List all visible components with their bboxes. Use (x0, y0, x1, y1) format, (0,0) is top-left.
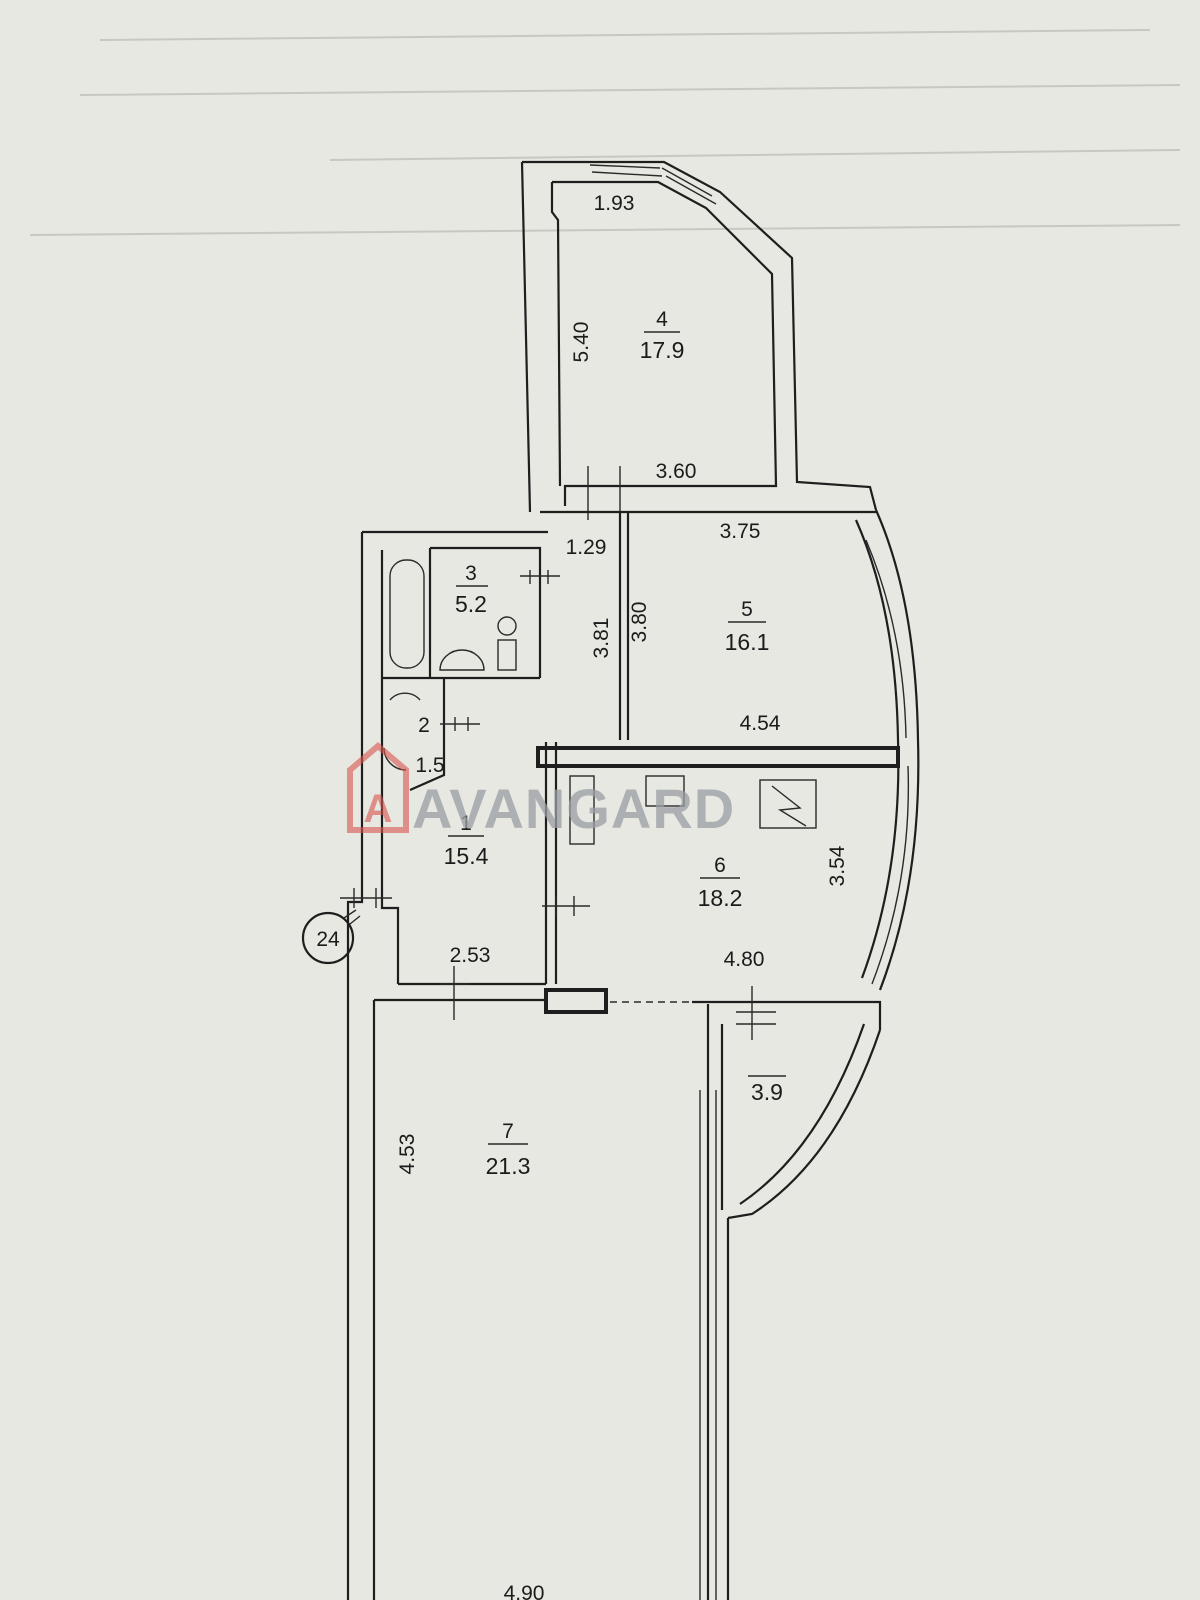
dimension-label: 1.29 (566, 536, 607, 559)
dimension-label: 4.90 (504, 1582, 545, 1600)
svg-text:3: 3 (465, 562, 477, 585)
dimension-label: 3.75 (720, 520, 761, 543)
dimension-label: 3.60 (656, 460, 697, 483)
dimension-label: 4.54 (740, 712, 781, 735)
dimension-label: 3.54 (826, 845, 849, 886)
room-6-label: 6 18.2 (698, 854, 743, 911)
balcony-label: 3.9 (748, 1075, 786, 1105)
room-5-walls (540, 509, 920, 741)
building-marker: 24 (301, 909, 361, 965)
svg-text:4: 4 (656, 308, 668, 331)
room-7-label: 7 21.3 (486, 1120, 531, 1179)
svg-text:6: 6 (714, 854, 726, 877)
watermark-text: AVANGARD (412, 777, 735, 840)
svg-text:1.5: 1.5 (415, 754, 444, 777)
dimension-label: 3.81 (590, 618, 613, 659)
watermark-logo-letter: A (364, 787, 393, 831)
svg-text:3.9: 3.9 (751, 1079, 783, 1105)
svg-text:16.1: 16.1 (725, 629, 770, 655)
dimension-label: 1.93 (594, 192, 635, 215)
room-4-label: 4 17.9 (640, 308, 685, 363)
background-print (29, 29, 1181, 236)
building-marker-label: 24 (316, 928, 340, 951)
hall-1-walls (340, 742, 590, 1600)
svg-text:5: 5 (741, 598, 753, 621)
svg-text:21.3: 21.3 (486, 1153, 531, 1179)
watermark: A AVANGARD (347, 742, 735, 840)
svg-text:2: 2 (418, 714, 430, 737)
bathroom-walls (360, 530, 560, 832)
room-5-label: 5 16.1 (725, 598, 770, 655)
svg-text:18.2: 18.2 (698, 885, 743, 911)
svg-text:7: 7 (502, 1120, 514, 1143)
watermark-logo-icon (347, 742, 409, 833)
room-labels: 4 17.9 3 5.2 5 16.1 2 1.5 1 15.4 6 18.2 (415, 308, 786, 1179)
dimension-label: 4.80 (724, 948, 765, 971)
room-1-label: 1 15.4 (444, 812, 489, 869)
dimension-label: 3.80 (628, 602, 651, 643)
room-3-label: 3 5.2 (455, 562, 488, 617)
svg-text:17.9: 17.9 (640, 337, 685, 363)
dimension-labels: 1.93 5.40 3.60 1.29 3.75 3.81 3.80 4.54 … (396, 192, 849, 1600)
svg-text:15.4: 15.4 (444, 843, 489, 869)
kitchen-6-walls (536, 739, 920, 1014)
svg-text:5.2: 5.2 (455, 591, 487, 617)
dimension-label: 4.53 (396, 1134, 419, 1175)
dimension-label: 5.40 (570, 322, 593, 363)
room-7-walls (372, 966, 882, 1600)
room-4-walls (520, 160, 878, 520)
room-2-label: 2 1.5 (415, 714, 444, 777)
svg-text:1: 1 (460, 812, 472, 835)
dimension-label: 2.53 (450, 944, 491, 967)
